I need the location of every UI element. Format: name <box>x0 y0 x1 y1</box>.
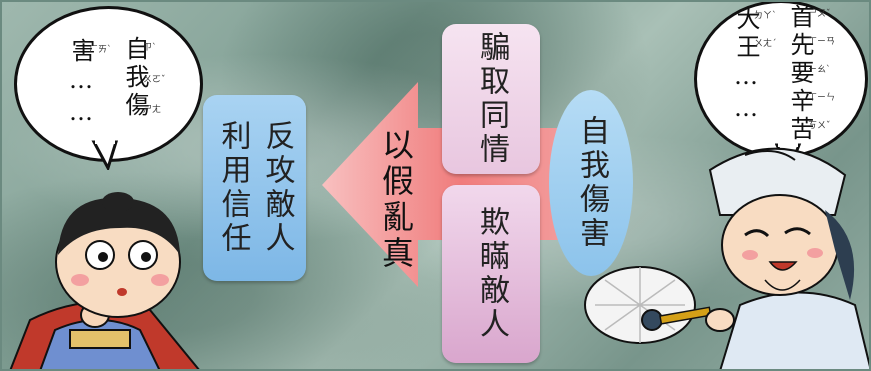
zhuyin-right-7: ㄨㄤˊ <box>754 39 777 49</box>
bubble-left-col1: 自我傷 <box>121 36 149 120</box>
arrow-label: 以假亂真 <box>377 128 415 272</box>
zhuyin-right-1: ㄕㄡˇ <box>808 9 831 19</box>
branch-top-text: 騙取同情 <box>474 31 509 167</box>
bubble-right-col1: 首先要辛苦 <box>786 4 814 144</box>
bubble-left-col2: 害…… <box>67 38 95 130</box>
speech-bubble-left <box>14 6 203 162</box>
result-box: 利用信任 反攻敵人 <box>203 95 306 281</box>
bubble-tail-left <box>91 140 119 170</box>
zhuyin-right-5: ㄎㄨˇ <box>808 121 831 131</box>
source-oval: 自我傷害 <box>549 90 633 276</box>
branch-box-bottom: 欺瞞敵人 <box>442 185 540 363</box>
zhuyin-left-1: ㄗˋ <box>143 43 157 53</box>
speech-bubble-right <box>694 0 868 158</box>
branch-bottom-text: 欺瞞敵人 <box>474 206 509 342</box>
zhuyin-right-4: ㄒㄧㄣ <box>808 93 836 103</box>
strategist-character <box>584 147 871 371</box>
zhuyin-left-4: ㄏㄞˋ <box>89 45 112 55</box>
zhuyin-right-2: ㄒㄧㄢ <box>808 37 836 47</box>
source-oval-text: 自我傷害 <box>574 115 609 251</box>
result-col-2: 反攻敵人 <box>259 120 295 256</box>
zhuyin-right-3: ㄧㄠˋ <box>808 65 831 75</box>
zhuyin-right-6: ㄉㄚˋ <box>754 11 777 21</box>
soldier-character <box>8 192 202 371</box>
zhuyin-left-3: ㄕㄤ <box>143 105 162 115</box>
feather-fan-icon <box>584 266 712 344</box>
result-col-1: 利用信任 <box>215 120 251 256</box>
branch-box-top: 騙取同情 <box>442 24 540 174</box>
bubble-right-col2: 大王…… <box>732 6 760 126</box>
zhuyin-left-2: ㄨㄛˇ <box>143 75 166 85</box>
